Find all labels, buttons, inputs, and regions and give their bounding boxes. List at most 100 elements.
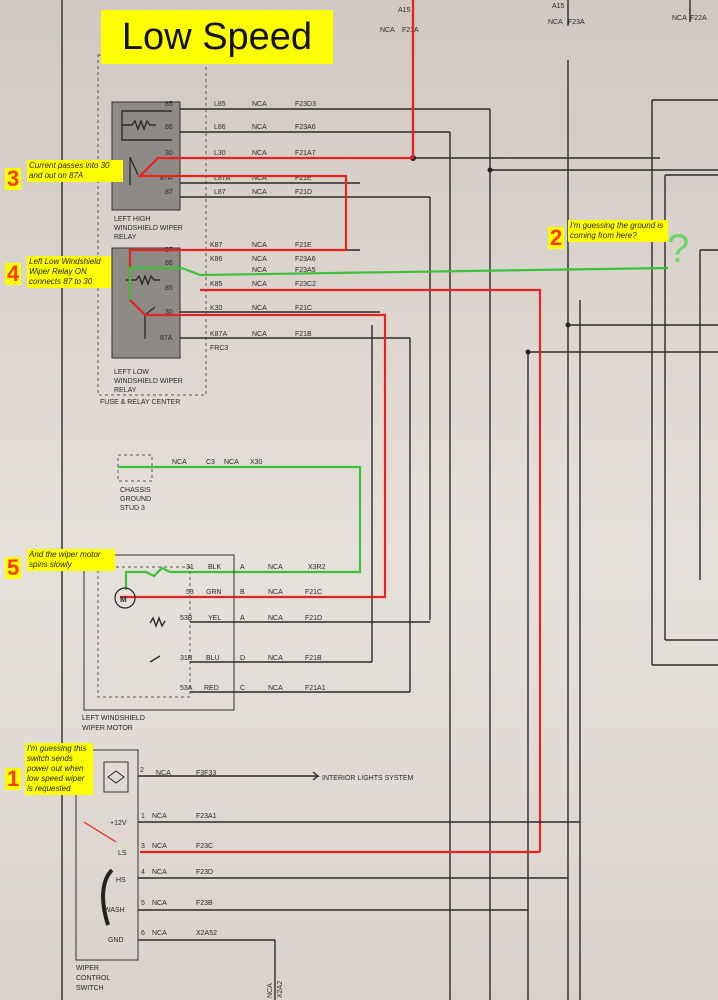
motor-circuit-x3r2: X3R2 xyxy=(308,564,326,571)
low-relay-label-2: WINDSHIELD WIPER xyxy=(114,378,183,385)
motor-park-switch xyxy=(149,655,161,663)
ground-nca: NCA xyxy=(172,459,187,466)
low-relay-label-1: LEFT LOW xyxy=(114,369,149,376)
high-nca-1: NCA xyxy=(252,101,267,108)
annotation-number-2: 2 xyxy=(548,225,565,250)
motor-resistor xyxy=(149,616,166,628)
motor-icon xyxy=(114,587,136,609)
ground-nca2: NCA xyxy=(224,459,239,466)
annotation-text-4: Left Low Windshield Wiper Relay ON conne… xyxy=(27,256,111,288)
switch-circuit-f23c: F23C xyxy=(196,843,213,850)
motor-pin-31b: 31B xyxy=(180,655,193,662)
switch-nca-3: NCA xyxy=(152,843,167,850)
annotation-number-4: 4 xyxy=(5,261,22,286)
high-circuit-f21d: F21D xyxy=(295,189,312,196)
high-pin-85: 85 xyxy=(165,101,173,108)
motor-conn-d: D xyxy=(240,655,245,662)
low-circuit-f23a5: F23A5 xyxy=(295,267,316,274)
top-label-a15-left: A15 xyxy=(398,7,411,14)
motor-label-1: LEFT WINDSHIELD xyxy=(82,715,145,722)
high-nca-5: NCA xyxy=(252,189,267,196)
annotation-text-5: And the wiper motor spins slowly xyxy=(27,549,115,571)
ground-label-1: CHASSIS xyxy=(120,487,151,494)
top-label-f22a: F22A xyxy=(690,15,707,22)
switch-indicator-icon xyxy=(103,761,129,793)
motor-nca-3: NCA xyxy=(268,615,283,622)
annotation-number-5: 5 xyxy=(5,555,22,580)
switch-circuit-f23d: F23D xyxy=(196,869,213,876)
switch-circuit-f23b: F23B xyxy=(196,900,213,907)
switch-label-wash: WASH xyxy=(104,907,125,914)
red-current-path xyxy=(120,0,542,854)
switch-pin-5: 5 xyxy=(141,900,145,907)
low-conn-k86: K86 xyxy=(210,256,223,263)
motor-color-yel: YEL xyxy=(208,615,221,622)
motor-nca-1: NCA xyxy=(268,564,283,571)
switch-label-12v: +12V xyxy=(110,820,127,827)
low-conn-k30: K30 xyxy=(210,305,223,312)
high-pin-87: 87 xyxy=(165,189,173,196)
top-label-f21a: F21A xyxy=(402,27,419,34)
switch-label-3: SWITCH xyxy=(76,985,104,992)
switch-nca-5: NCA xyxy=(152,900,167,907)
motor-conn-a: A xyxy=(240,564,245,571)
high-circuit-f23a6: F23A6 xyxy=(295,124,316,131)
wiper-motor-inner xyxy=(97,566,191,698)
low-nca-1: NCA xyxy=(252,242,267,249)
motor-color-blk: BLK xyxy=(208,564,222,571)
low-nca-2: NCA xyxy=(252,256,267,263)
low-relay-label-3: RELAY xyxy=(114,387,137,394)
switch-pin-3: 3 xyxy=(141,843,145,850)
switch-lever-icon xyxy=(101,868,114,926)
motor-nca-5: NCA xyxy=(268,685,283,692)
motor-circuit-f21c: F21C xyxy=(305,589,322,596)
high-nca-4: NCA xyxy=(252,175,267,182)
high-conn-l30: L30 xyxy=(214,150,226,157)
switch-label-1: WIPER xyxy=(76,965,99,972)
top-label-a15-right: A15 xyxy=(552,3,565,10)
vertical-bus-wires xyxy=(371,60,718,1000)
switch-wires xyxy=(138,775,580,1000)
question-mark: ? xyxy=(667,227,689,271)
switch-pin-6: 6 xyxy=(141,930,145,937)
low-circuit-f23c2: F23C2 xyxy=(295,281,316,288)
high-circuit-f21e: F21E xyxy=(295,175,312,182)
low-circuit-f21e: F21E xyxy=(295,242,312,249)
motor-pin-53b: 53B xyxy=(180,615,193,622)
motor-conn-a2: A xyxy=(240,615,245,622)
low-conn-k87a: K87A xyxy=(210,331,227,338)
motor-circuit-f21a1: F21A1 xyxy=(305,685,326,692)
high-relay-coil xyxy=(122,119,156,131)
low-pin-30: 30 xyxy=(165,309,173,316)
ground-label-2: GROUND xyxy=(120,496,151,503)
motor-conn-c: C xyxy=(240,685,245,692)
low-relay-wires xyxy=(180,249,410,339)
low-pin-87a: 87A xyxy=(160,335,173,342)
high-pin-87a: 87A xyxy=(160,175,173,182)
low-conn-k85: K85 xyxy=(210,281,223,288)
wiper-motor-box xyxy=(83,554,235,711)
interior-lights-link: INTERIOR LIGHTS SYSTEM xyxy=(322,775,414,782)
motor-nca-2: NCA xyxy=(268,589,283,596)
motor-pin-53a: 53A xyxy=(180,685,193,692)
high-relay-label-2: WINDSHIELD WIPER xyxy=(114,225,183,232)
fuse-relay-center-label: FUSE & RELAY CENTER xyxy=(100,399,180,406)
high-relay-switch xyxy=(129,156,139,185)
motor-m-label: M xyxy=(120,595,127,604)
motor-conn-b: B xyxy=(240,589,245,596)
switch-nca-6: NCA xyxy=(152,930,167,937)
high-conn-l86: L86 xyxy=(214,124,226,131)
switch-circuit-f23a1: F23A1 xyxy=(196,813,217,820)
high-relay-label-3: RELAY xyxy=(114,234,137,241)
left-low-relay-body xyxy=(111,247,181,359)
high-conn-l87: L87 xyxy=(214,189,226,196)
switch-bottom-nca: NCA xyxy=(267,983,274,998)
high-relay-label-1: LEFT HIGH xyxy=(114,216,150,223)
switch-label-ls: LS xyxy=(118,850,127,857)
ground-c3: C3 xyxy=(206,459,215,466)
high-conn-l85: L85 xyxy=(214,101,226,108)
low-conn-k87: K87 xyxy=(210,242,223,249)
low-conn-frc3: FRC3 xyxy=(210,345,228,352)
